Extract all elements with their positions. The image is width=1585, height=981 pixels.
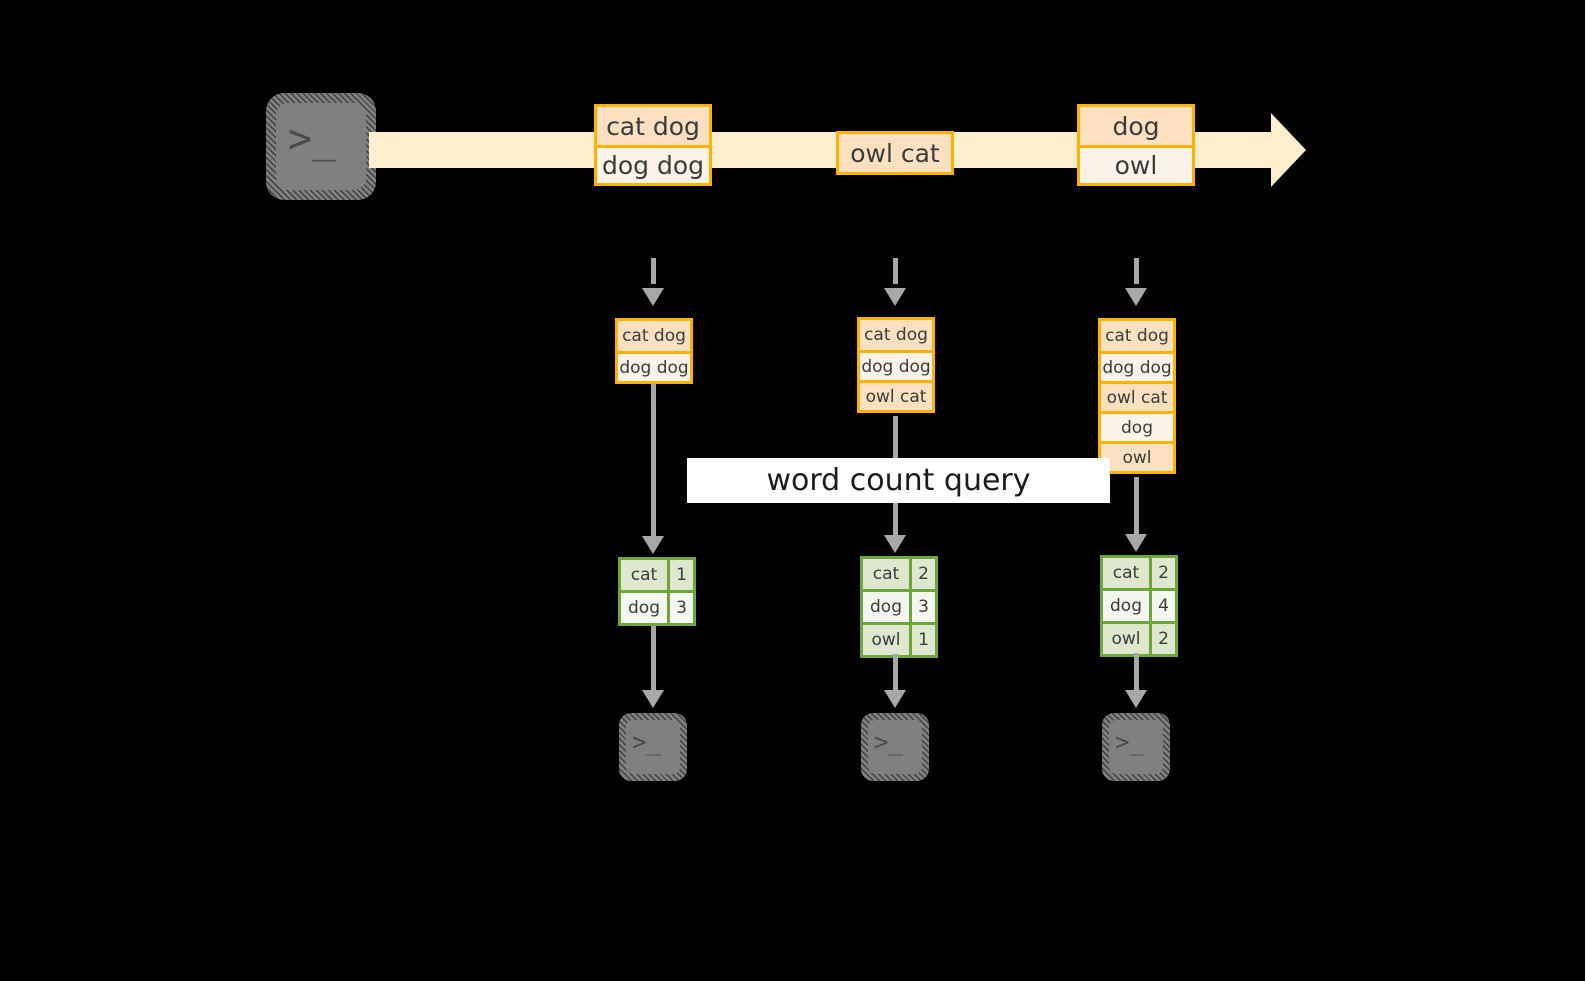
snapshot-line: cat dog — [618, 321, 690, 351]
table-row: dog 3 — [621, 590, 693, 623]
dashed-down-arrow-icon — [651, 258, 656, 284]
snapshot-line: owl — [1101, 441, 1173, 471]
dashed-down-arrow-head-icon — [642, 288, 664, 306]
table-row: owl 1 — [863, 622, 935, 655]
result-table[interactable]: cat 2 dog 3 owl 1 — [860, 556, 938, 658]
terminal-screen — [276, 103, 366, 190]
sink-connector-arrow-icon — [1125, 690, 1147, 708]
result-count: 1 — [667, 560, 693, 590]
result-table[interactable]: cat 1 dog 3 — [618, 557, 696, 626]
query-connector-arrow-icon — [884, 535, 906, 553]
snapshot-line: cat dog — [860, 320, 932, 350]
snapshot-line: owl cat — [860, 380, 932, 410]
terminal-prompt-glyph: >_ — [632, 728, 661, 756]
sink-connector-line — [651, 626, 656, 693]
snapshot-line: cat dog — [1101, 321, 1173, 351]
result-count: 3 — [667, 593, 693, 623]
terminal-prompt-glyph: >_ — [288, 116, 337, 162]
result-count: 2 — [1149, 558, 1175, 588]
query-connector-line — [651, 384, 656, 539]
result-word: dog — [621, 593, 667, 623]
result-count: 1 — [909, 625, 935, 655]
result-word: cat — [621, 560, 667, 590]
terminal-screen — [626, 720, 680, 774]
stream-event-line: dog — [1080, 107, 1192, 145]
table-row: cat 1 — [621, 560, 693, 590]
stream-event-line: owl cat — [839, 134, 951, 172]
result-table[interactable]: cat 2 dog 4 owl 2 — [1100, 555, 1178, 657]
result-word: dog — [863, 592, 909, 622]
terminal-icon-sink[interactable]: >_ — [619, 713, 687, 781]
query-connector-line — [1134, 477, 1139, 537]
query-banner-label: word count query — [766, 463, 1031, 498]
stream-event-line: cat dog — [597, 107, 709, 145]
table-row: dog 4 — [1103, 588, 1175, 621]
query-connector-arrow-icon — [1125, 534, 1147, 552]
sink-connector-arrow-icon — [884, 690, 906, 708]
terminal-icon-sink[interactable]: >_ — [861, 713, 929, 781]
result-word: owl — [1103, 624, 1149, 654]
result-count: 3 — [909, 592, 935, 622]
snapshot-box[interactable]: cat dog dog dog owl cat dog owl — [1098, 318, 1176, 474]
result-word: owl — [863, 625, 909, 655]
result-word: dog — [1103, 591, 1149, 621]
terminal-icon-sink[interactable]: >_ — [1102, 713, 1170, 781]
sink-connector-line — [1134, 653, 1139, 693]
terminal-prompt-glyph: >_ — [1115, 728, 1144, 756]
terminal-prompt-glyph: >_ — [874, 728, 903, 756]
terminal-icon-source[interactable]: >_ — [266, 93, 376, 200]
stream-event-box[interactable]: owl cat — [836, 131, 954, 175]
dashed-down-arrow-icon — [893, 258, 898, 284]
snapshot-box[interactable]: cat dog dog dog — [615, 318, 693, 384]
table-row: cat 2 — [863, 559, 935, 589]
sink-connector-arrow-icon — [642, 690, 664, 708]
result-word: cat — [1103, 558, 1149, 588]
stream-event-box[interactable]: dog owl — [1077, 104, 1195, 186]
table-row: dog 3 — [863, 589, 935, 622]
snapshot-line: dog dog — [1101, 351, 1173, 381]
terminal-screen — [868, 720, 922, 774]
result-count: 4 — [1149, 591, 1175, 621]
terminal-screen — [1109, 720, 1163, 774]
dashed-down-arrow-head-icon — [884, 288, 906, 306]
snapshot-line: owl cat — [1101, 381, 1173, 411]
table-row: cat 2 — [1103, 558, 1175, 588]
right-arrow-icon — [1271, 113, 1306, 187]
snapshot-line: dog dog — [860, 350, 932, 380]
stream-event-box[interactable]: cat dog dog dog — [594, 104, 712, 186]
query-banner: word count query — [687, 458, 1110, 503]
result-count: 2 — [909, 559, 935, 589]
result-word: cat — [863, 559, 909, 589]
query-connector-arrow-icon — [642, 536, 664, 554]
dashed-down-arrow-head-icon — [1125, 288, 1147, 306]
stream-event-line: dog dog — [597, 145, 709, 183]
sink-connector-line — [893, 654, 898, 693]
table-row: owl 2 — [1103, 621, 1175, 654]
result-count: 2 — [1149, 624, 1175, 654]
snapshot-line: dog dog — [618, 351, 690, 381]
dashed-down-arrow-icon — [1134, 258, 1139, 284]
snapshot-box[interactable]: cat dog dog dog owl cat — [857, 317, 935, 413]
stream-event-line: owl — [1080, 145, 1192, 183]
snapshot-line: dog — [1101, 411, 1173, 441]
